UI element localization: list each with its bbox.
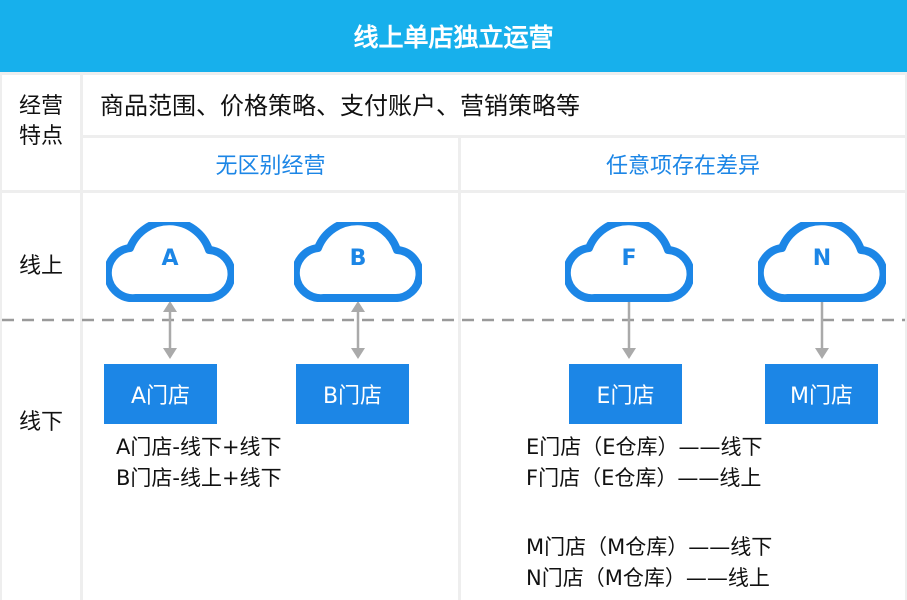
cloud-f-label: F	[621, 246, 637, 271]
store-box-a: A门店	[104, 364, 217, 424]
offline-row-label: 线下	[18, 410, 63, 435]
cloud-n-icon	[758, 222, 886, 302]
row-label-cell	[2, 193, 80, 600]
cloud-a-label: A	[161, 246, 179, 271]
arrow-n-down	[815, 302, 829, 359]
features-row-label: 经营 特点	[0, 92, 82, 152]
cloud-f: F	[565, 222, 693, 302]
features-row-label-line1: 经营	[18, 94, 63, 119]
cloud-b-icon	[294, 222, 422, 302]
left-column-header-label: 无区别经营	[215, 154, 326, 179]
note-left-line1: A门店-线下+线下	[116, 435, 282, 459]
arrow-f-down	[622, 302, 636, 359]
store-box-m: M门店	[765, 364, 878, 424]
cloud-b-label: B	[349, 246, 367, 271]
cloud-n-label: N	[812, 246, 832, 271]
cloud-b: B	[294, 222, 422, 302]
arrow-a-bidirectional	[163, 301, 177, 359]
note-right-line2: F门店（E仓库）——线上	[526, 466, 762, 490]
store-box-b: B门店	[296, 364, 409, 424]
note-right-line1: E门店（E仓库）——线下	[526, 435, 763, 459]
note-left-line2: B门店-线上+线下	[116, 466, 282, 490]
arrow-b-bidirectional	[351, 301, 365, 359]
features-row-label-line2: 特点	[18, 124, 63, 149]
cloud-n: N	[758, 222, 886, 302]
note-right-line4: N门店（M仓库）——线上	[526, 566, 770, 590]
right-column-header: 任意项存在差异	[461, 138, 905, 190]
diagram-title: 线上单店独立运营	[0, 0, 907, 72]
cloud-a: A	[106, 222, 234, 302]
right-column-header-label: 任意项存在差异	[605, 154, 760, 179]
note-right-line3: M门店（M仓库）——线下	[526, 535, 773, 559]
left-column-header: 无区别经营	[83, 138, 458, 190]
online-row-label: 线上	[18, 254, 63, 279]
features-text: 商品范围、价格策略、支付账户、营销策略等	[100, 92, 580, 120]
features-label-cell	[2, 75, 80, 190]
features-text-cell	[83, 75, 905, 135]
cloud-a-icon	[106, 222, 234, 302]
cloud-f-icon	[565, 222, 693, 302]
store-box-e: E门店	[569, 364, 682, 424]
